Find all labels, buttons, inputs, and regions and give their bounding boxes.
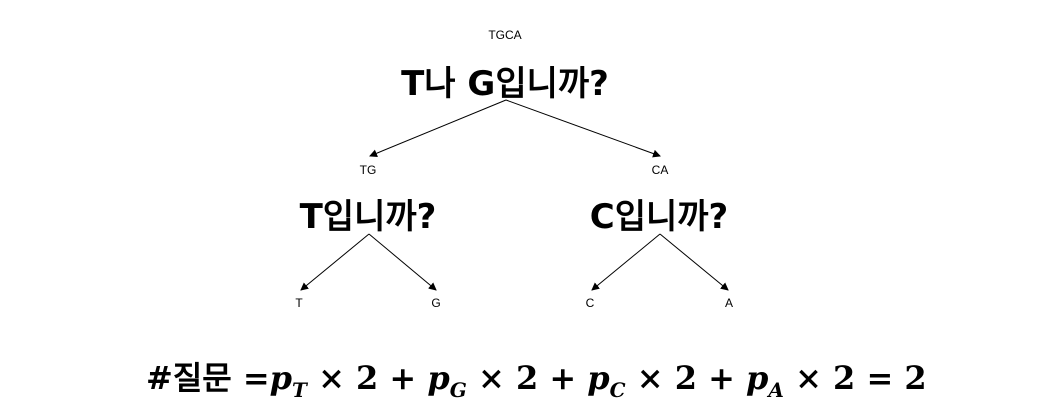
term-n: 2 — [515, 359, 539, 397]
root-set-label: TGCA — [488, 28, 522, 42]
leaf-t: T — [295, 296, 303, 310]
left-question: T입니까? — [299, 197, 437, 237]
term-n: 2 — [674, 359, 697, 397]
term-p: p — [427, 359, 450, 397]
term-p: p — [269, 359, 293, 397]
term-sub: A — [768, 378, 784, 402]
term-times: × — [636, 359, 664, 397]
edge-right-c — [591, 233, 661, 291]
term-times: × — [795, 359, 822, 397]
edge-left-t — [300, 233, 370, 291]
term-n: 2 — [833, 359, 856, 397]
term-p: p — [587, 359, 610, 397]
edge-right-a — [659, 233, 729, 291]
leaf-g: G — [431, 296, 441, 310]
formula-plus: + — [389, 359, 417, 397]
term-sub: C — [609, 378, 626, 402]
term-n: 2 — [356, 359, 379, 397]
formula-equals: = — [242, 359, 270, 397]
question-count-formula: #질문 =pT × 2 + pG × 2 + pC × 2 + pA × 2 =… — [146, 353, 927, 402]
formula-prefix: #질문 — [146, 359, 232, 397]
term-times: × — [477, 359, 505, 397]
right-set-label: CA — [651, 163, 669, 177]
left-set-label: TG — [359, 163, 377, 177]
right-question: C입니까? — [589, 197, 729, 237]
edge-left-g — [368, 233, 437, 291]
formula-rhs-equals: = — [866, 359, 894, 397]
formula-plus: + — [549, 359, 577, 397]
leaf-a: A — [724, 296, 734, 310]
formula-result: 2 — [904, 359, 927, 397]
leaf-c: C — [585, 296, 595, 310]
term-sub: T — [292, 378, 307, 402]
edge-root-left — [369, 99, 507, 158]
term-p: p — [746, 359, 769, 397]
term-sub: G — [449, 378, 467, 402]
root-question: T나 G입니까? — [401, 64, 609, 104]
edge-root-right — [505, 99, 661, 158]
term-times: × — [318, 359, 345, 397]
formula-plus: + — [708, 359, 735, 397]
